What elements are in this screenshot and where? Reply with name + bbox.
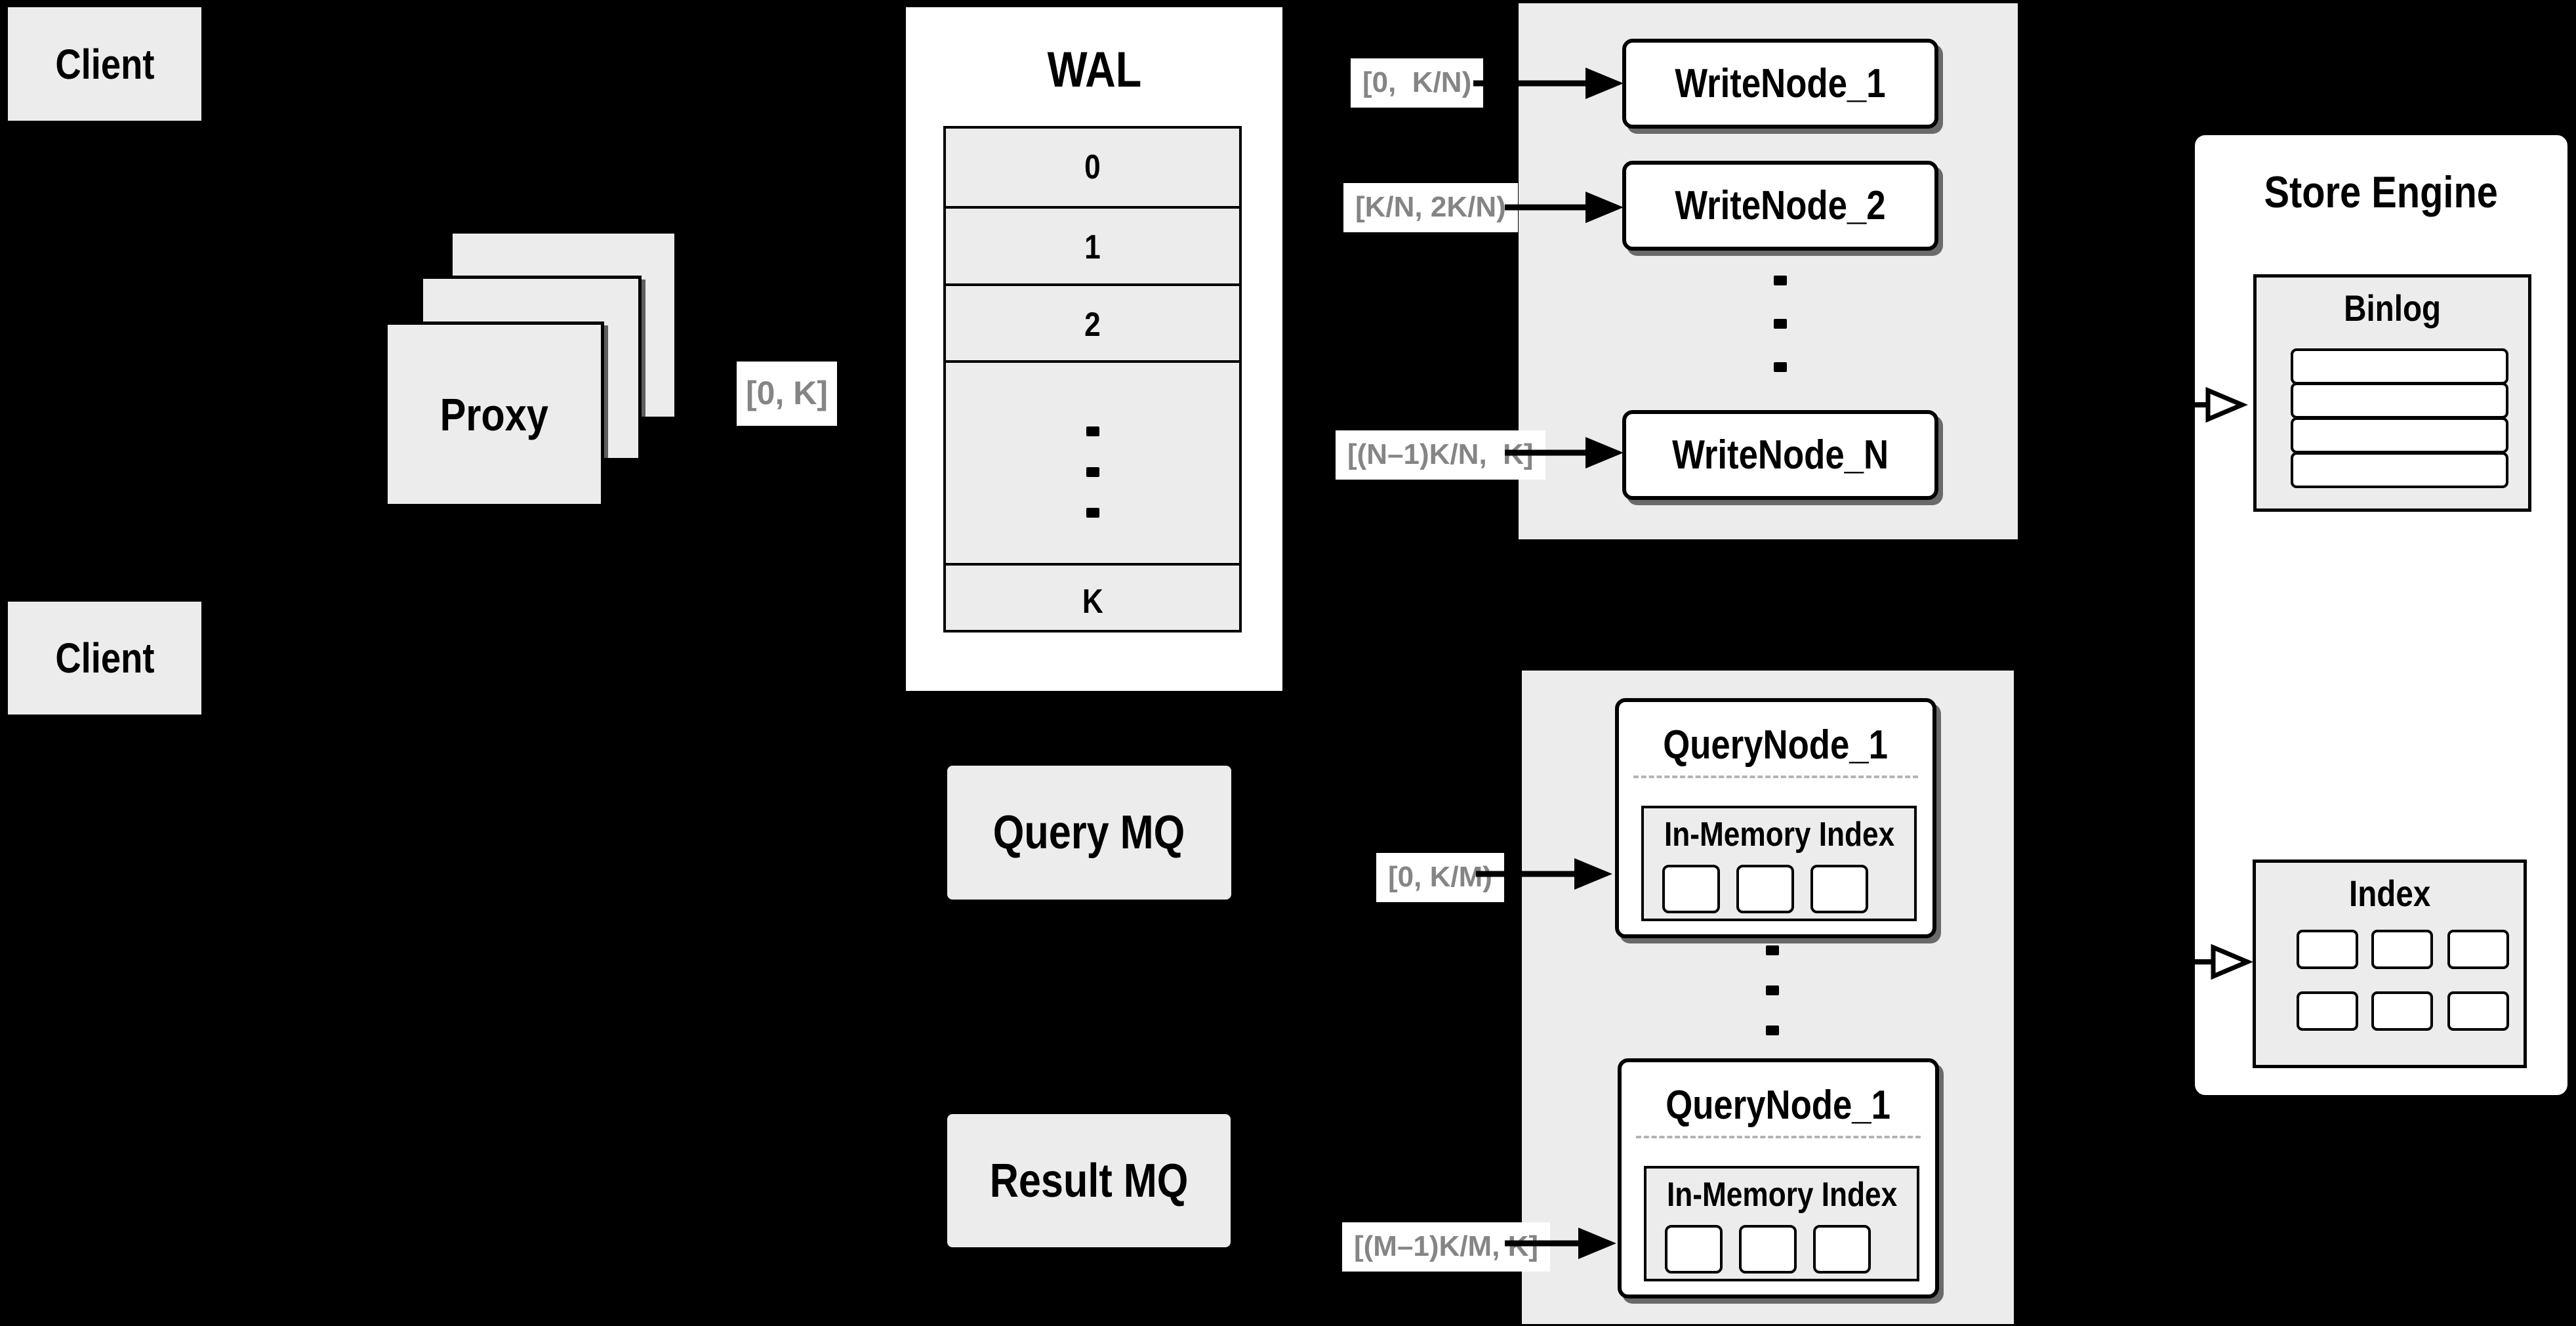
wal-segment-2: 2	[946, 283, 1239, 363]
client-box-top: Client	[5, 5, 204, 123]
client-box-bottom: Client	[5, 599, 204, 717]
wal-ellipsis-row	[946, 360, 1239, 563]
result-mq-box: Result MQ	[947, 1114, 1231, 1247]
ellipsis-dot	[1766, 1026, 1779, 1035]
arrow-to-write-node-n	[1505, 437, 1624, 468]
index-segment-cell	[1662, 865, 1720, 913]
query-node-first: QueryNode_1 In-Memory Index	[1615, 698, 1936, 938]
ellipsis-dot	[1774, 319, 1787, 329]
binlog-row	[2291, 452, 2508, 488]
wal-title: WAL	[1047, 42, 1141, 98]
wal-segment-table: 0 1 2 K	[943, 126, 1242, 632]
wal-segment-0: 0	[1084, 148, 1101, 186]
write-node-n: WriteNode_N	[1622, 410, 1938, 500]
ellipsis-dot	[1774, 362, 1787, 372]
write-node-2-label: WriteNode_2	[1675, 183, 1886, 228]
in-memory-index-last-title: In-Memory Index	[1666, 1176, 1898, 1214]
index-cell	[2297, 930, 2358, 969]
range-label-query-first: [0, K/M)	[1376, 853, 1504, 902]
arrow-to-binlog	[2125, 386, 2248, 423]
ellipsis-dot	[1086, 467, 1099, 477]
write-node-1: WriteNode_1	[1622, 39, 1938, 129]
client-bottom-label: Client	[54, 634, 155, 682]
proxy-label: Proxy	[440, 388, 549, 440]
write-node-2: WriteNode_2	[1622, 161, 1938, 251]
index-cell	[2297, 991, 2358, 1031]
index-cell	[2447, 991, 2509, 1031]
index-segment-cell	[1736, 865, 1794, 913]
in-memory-index-first-title: In-Memory Index	[1664, 816, 1895, 854]
range-label-write-1: [0, K/N)	[1351, 58, 1484, 108]
result-mq-label: Result MQ	[989, 1154, 1189, 1207]
arrow-to-write-node-2	[1505, 192, 1624, 223]
index-segment-cell	[1739, 1225, 1797, 1274]
ellipsis-dot	[1774, 276, 1787, 285]
in-memory-index-first: In-Memory Index	[1641, 806, 1917, 921]
index-cell	[2447, 930, 2509, 969]
binlog-row	[2291, 417, 2508, 453]
proxy-card-front: Proxy	[384, 321, 604, 507]
wal-box: WAL 0 1 2 K	[903, 4, 1286, 694]
query-node-last-title: QueryNode_1	[1666, 1083, 1891, 1128]
index-title: Index	[2348, 873, 2431, 914]
query-node-last: QueryNode_1 In-Memory Index	[1618, 1058, 1939, 1298]
ellipsis-dot	[1086, 508, 1099, 518]
index-segment-cell	[1813, 1225, 1871, 1274]
index-cell	[2371, 991, 2433, 1031]
range-label-proxy-out: [0, K]	[737, 362, 837, 426]
query-node-first-title: QueryNode_1	[1663, 722, 1889, 768]
arrow-to-query-node-first	[1476, 858, 1612, 890]
write-node-1-label: WriteNode_1	[1675, 61, 1886, 106]
index-cell	[2371, 930, 2433, 969]
query-mq-label: Query MQ	[993, 806, 1185, 859]
write-node-n-label: WriteNode_N	[1672, 432, 1889, 478]
index-segment-cell	[1665, 1225, 1723, 1274]
arrow-to-write-node-1	[1473, 68, 1624, 99]
binlog-box: Binlog	[2253, 274, 2531, 512]
store-engine-box: Store Engine Binlog Index	[2191, 131, 2571, 1099]
query-mq-box: Query MQ	[947, 766, 1231, 900]
arrow-to-query-node-last	[1505, 1228, 1616, 1259]
range-label-write-2: [K/N, 2K/N)	[1343, 183, 1518, 232]
index-segment-cell	[1810, 865, 1868, 913]
ellipsis-dot	[1086, 426, 1099, 436]
index-box: Index	[2253, 860, 2527, 1068]
store-engine-title: Store Engine	[2264, 167, 2499, 217]
divider-dashed-line	[1636, 1136, 1921, 1138]
wal-segment-k: K	[946, 563, 1239, 638]
ellipsis-dot	[1766, 945, 1779, 955]
in-memory-index-last: In-Memory Index	[1644, 1166, 1919, 1281]
client-top-label: Client	[54, 40, 155, 88]
divider-dashed-line	[1633, 776, 1918, 778]
arrow-to-index	[2125, 943, 2253, 980]
binlog-title: Binlog	[2343, 287, 2442, 329]
ellipsis-dot	[1766, 985, 1779, 995]
wal-segment-1: 1	[946, 206, 1239, 286]
